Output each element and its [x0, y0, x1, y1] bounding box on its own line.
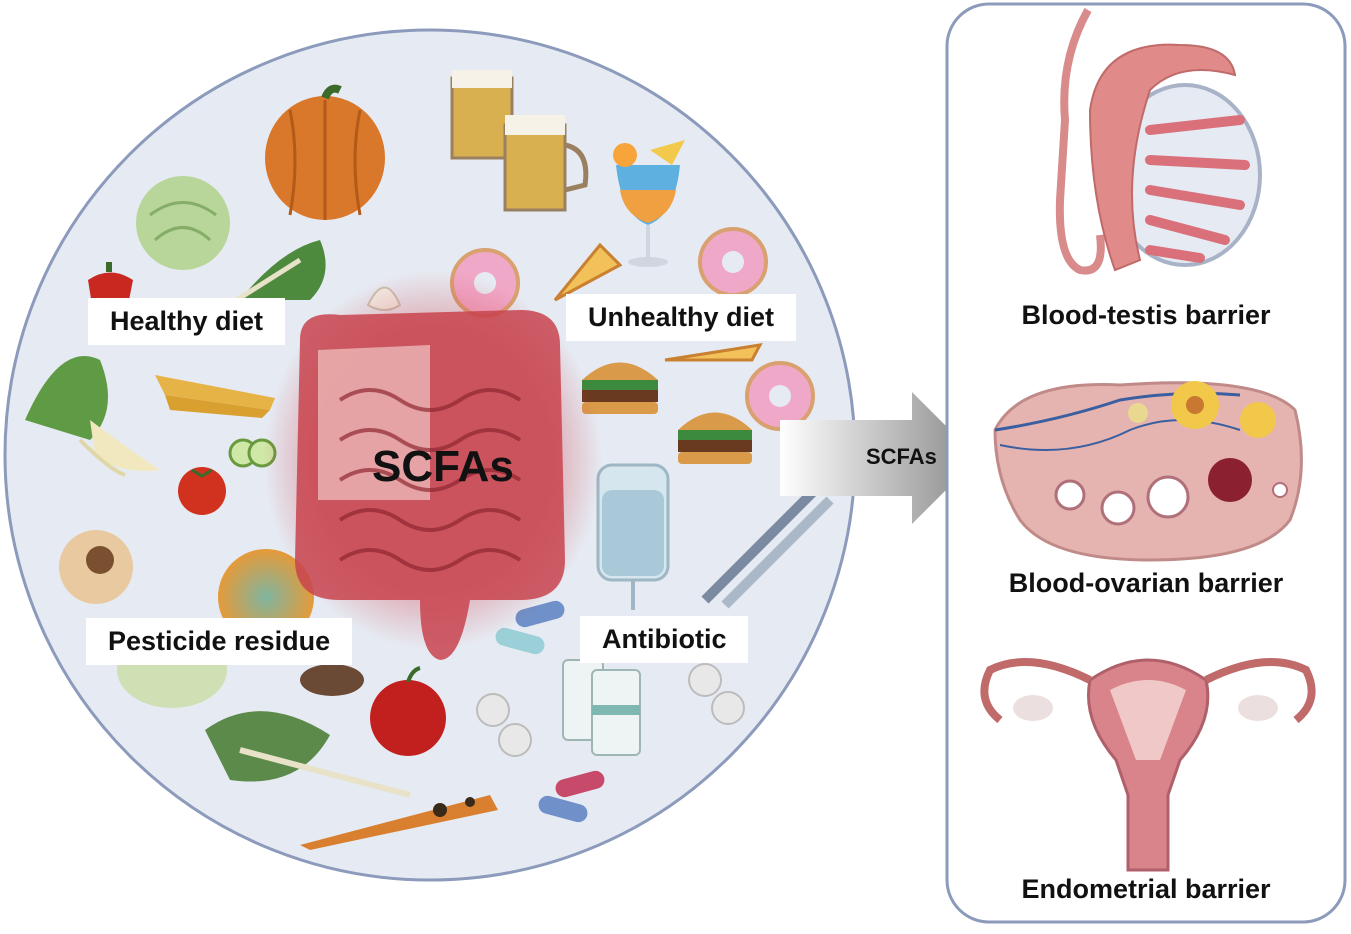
- syringe-icon: [701, 481, 834, 609]
- pumpkin-icon: [265, 84, 385, 220]
- capsule-icon: [495, 600, 605, 823]
- vial-icon: [562, 659, 641, 756]
- pill-icon: [476, 663, 745, 757]
- label-antibiotic: Antibiotic: [580, 616, 749, 663]
- scfa-arrow-label: SCFAs: [866, 444, 937, 469]
- label-healthy-diet: Healthy diet: [88, 298, 286, 345]
- pizza-icon: [553, 242, 763, 362]
- cocktail-icon: [613, 140, 685, 267]
- ovary-icon: [993, 381, 1303, 562]
- rotten-apple-icon: [59, 530, 133, 604]
- apple-icon: [370, 666, 446, 756]
- scfa-arrow: [780, 392, 978, 524]
- scfa-center-label: SCFAs: [372, 442, 514, 491]
- barrier-label-testis: Blood-testis barrier: [1021, 300, 1271, 330]
- rotten-carrot-icon: [300, 795, 498, 850]
- pepper-icon: [88, 262, 133, 305]
- label-unhealthy-diet: Unhealthy diet: [566, 294, 797, 341]
- intestine-icon: [263, 270, 603, 660]
- kiwi-icon: [300, 664, 364, 696]
- leafy-green-icon: [205, 711, 411, 798]
- beer-mug-icon: [450, 70, 589, 212]
- uterus-icon: [980, 658, 1316, 872]
- barrier-label-endometrial: Endometrial barrier: [1021, 874, 1271, 904]
- testis-icon: [1055, 8, 1262, 275]
- label-pesticide-residue: Pesticide residue: [86, 618, 353, 665]
- iv-bag-icon: [596, 463, 670, 610]
- radish-icon: [25, 356, 160, 477]
- barrier-label-ovarian: Blood-ovarian barrier: [1008, 568, 1284, 598]
- tomato-icon: [178, 467, 226, 515]
- cabbage-icon: [136, 176, 230, 270]
- burger-icon: [582, 362, 752, 464]
- carrot-icon: [155, 375, 275, 418]
